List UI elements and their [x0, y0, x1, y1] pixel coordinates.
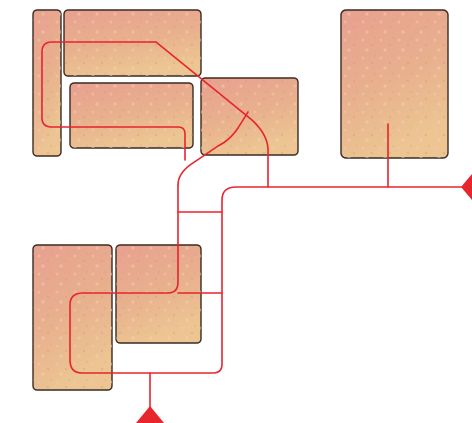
marker-bottom	[136, 406, 164, 423]
route-diagonal	[155, 41, 269, 188]
tile-b	[63, 9, 202, 77]
tile-g	[115, 244, 202, 344]
marker-right	[461, 174, 472, 200]
tile-a	[32, 9, 62, 157]
route-trunk	[69, 184, 463, 374]
route-network	[41, 41, 463, 408]
tile-f	[32, 244, 113, 391]
route-upper-loop	[41, 41, 186, 161]
tile-c	[69, 82, 194, 149]
route-branch-d	[177, 111, 249, 186]
tile-e	[340, 9, 449, 159]
